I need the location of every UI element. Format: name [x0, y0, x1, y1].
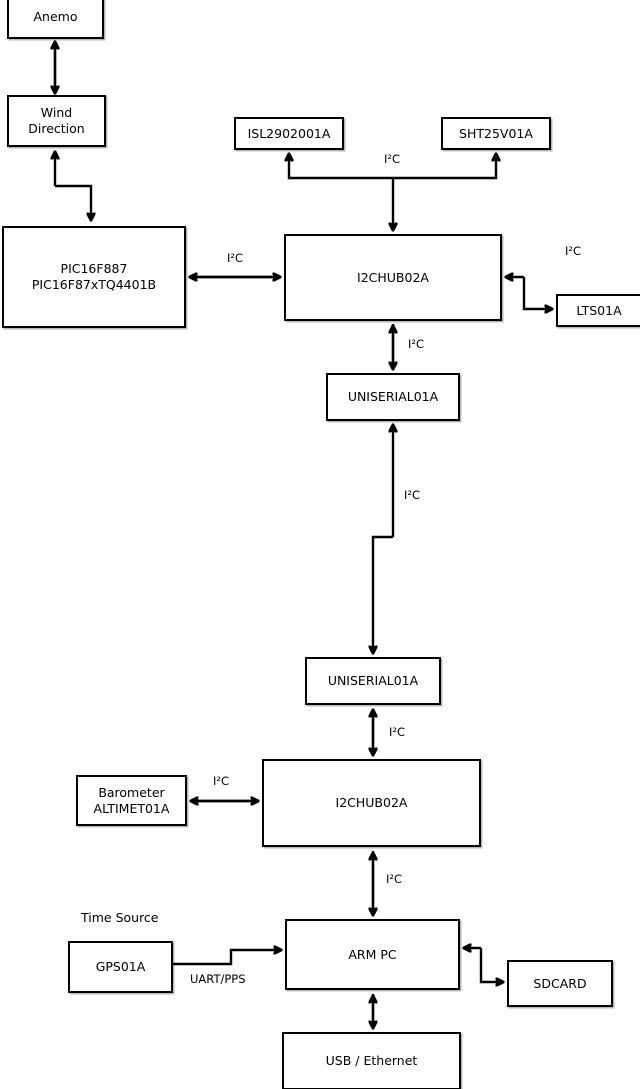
node-arm-pc-label: ARM PC [348, 946, 397, 962]
edge-label-i2c-pic-hub: I²C [227, 251, 244, 265]
connector-gps-armpc [173, 950, 281, 966]
edge-label-uart-pps: UART/PPS [190, 972, 246, 986]
node-isl2902001a[interactable]: ISL2902001A [234, 117, 344, 150]
node-gps01a[interactable]: GPS01A [68, 941, 173, 993]
edge-label-i2c-barometer-hub2: I²C [213, 774, 230, 788]
node-usb-ethernet-label: USB / Ethernet [325, 1053, 418, 1069]
node-uniserial01a-bottom[interactable]: UNISERIAL01A [305, 657, 441, 705]
node-arm-pc[interactable]: ARM PC [285, 919, 460, 990]
node-isl2902001a-label: ISL2902001A [247, 125, 331, 141]
edge-label-i2c-hub2-armpc: I²C [386, 872, 403, 886]
node-wind-direction-label: Wind Direction [28, 105, 85, 136]
edge-label-i2c-hub-lts: I²C [565, 244, 582, 258]
node-i2chub02a-bottom[interactable]: I2CHUB02A [262, 759, 481, 847]
edge-label-i2c-hub-uniserial: I²C [408, 337, 425, 351]
node-lts01a[interactable]: LTS01A [556, 294, 640, 327]
node-i2chub02a-top-label: I2CHUB02A [357, 269, 429, 285]
connector-pic-wind-link [55, 184, 91, 220]
node-sdcard[interactable]: SDCARD [507, 960, 613, 1007]
connector-lts-hub-out [522, 277, 552, 309]
node-barometer-altimet01a-label: Barometer ALTIMET01A [93, 784, 170, 816]
node-i2chub02a-top[interactable]: I2CHUB02A [284, 234, 502, 321]
label-time-source: Time Source [81, 910, 159, 925]
node-gps01a-label: GPS01A [95, 959, 146, 975]
node-lts01a-label: LTS01A [576, 302, 622, 318]
connector-hub-sensorbus-isl [289, 154, 393, 180]
node-i2chub02a-bottom-label: I2CHUB02A [335, 795, 408, 811]
node-usb-ethernet[interactable]: USB / Ethernet [282, 1032, 461, 1089]
node-pic-microcontroller[interactable]: PIC16F887 PIC16F87xTQ4401B [2, 226, 186, 328]
node-sht25v01a-label: SHT25V01A [459, 125, 533, 141]
node-uniserial01a-top-label: UNISERIAL01A [347, 389, 439, 405]
node-uniserial01a-bottom-label: UNISERIAL01A [327, 673, 419, 689]
node-sht25v01a[interactable]: SHT25V01A [441, 117, 551, 150]
node-anemo[interactable]: Anemo [7, 0, 104, 39]
node-uniserial01a-top[interactable]: UNISERIAL01A [326, 373, 460, 421]
connector-hub-sensorbus-sht [393, 154, 496, 180]
node-barometer-altimet01a[interactable]: Barometer ALTIMET01A [76, 775, 187, 826]
edge-label-i2c-sensors-hub: I²C [384, 152, 401, 166]
edge-label-i2c-uniserial-link: I²C [404, 488, 421, 502]
edge-label-i2c-uniserial-hub2: I²C [389, 725, 406, 739]
node-sdcard-label: SDCARD [533, 975, 587, 991]
connector-uniserial-link-down [373, 535, 393, 653]
node-wind-direction[interactable]: Wind Direction [7, 95, 106, 147]
node-pic-microcontroller-label: PIC16F887 PIC16F87xTQ4401B [31, 261, 157, 292]
node-anemo-label: Anemo [33, 8, 78, 24]
connector-sdcard-armpc-out [479, 948, 503, 982]
